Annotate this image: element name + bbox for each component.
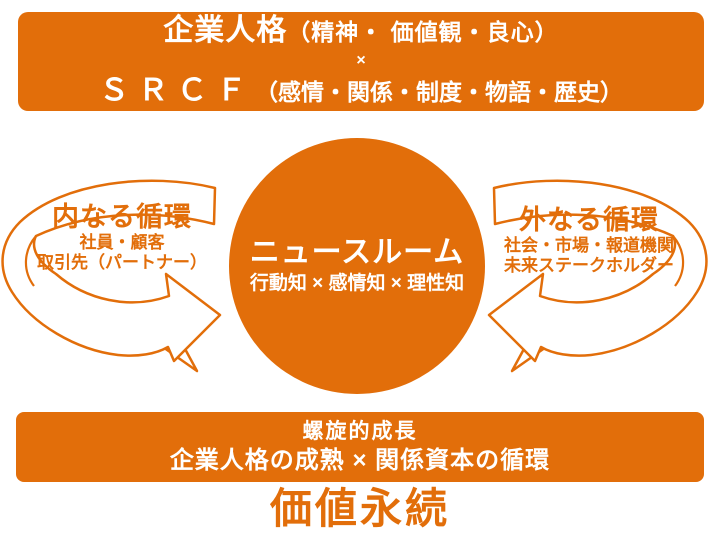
outer-loop-labels: 外なる循環 社会・市場・報道機関 未来ステークホルダー bbox=[474, 205, 704, 276]
inner-loop-ribbon bbox=[1, 179, 222, 363]
outer-loop-line2: 未来ステークホルダー bbox=[504, 256, 674, 275]
outer-loop-line1: 社会・市場・報道機関 bbox=[504, 236, 674, 255]
outer-loop-arrow bbox=[481, 170, 709, 375]
outer-loop-fold-line bbox=[672, 235, 685, 287]
footer-value-text: 価値永続 bbox=[269, 485, 450, 532]
top-box-line1: 企業人格（精神・ 価値観・良心） bbox=[18, 13, 704, 50]
inner-loop-fold-line bbox=[24, 235, 37, 287]
inner-loop-line1: 社員・顧客 bbox=[79, 233, 165, 252]
top-box-line3: ＳＲＣＦ（感情・関係・制度・物語・歴史） bbox=[18, 72, 704, 111]
inner-loop-arrow bbox=[0, 170, 228, 375]
inner-loop-labels: 内なる循環 社員・顧客 取引先（パートナー） bbox=[8, 202, 236, 273]
bottom-box-line1: 螺旋的成長 bbox=[302, 419, 418, 443]
bottom-box: 螺旋的成長 企業人格の成熟 × 関係資本の循環 bbox=[16, 412, 704, 482]
top-box-line3-paren: （感情・関係・制度・物語・歴史） bbox=[255, 78, 623, 105]
outer-loop-title: 外なる循環 bbox=[519, 205, 659, 235]
top-box: 企業人格（精神・ 価値観・良心） × ＳＲＣＦ（感情・関係・制度・物語・歴史） bbox=[18, 12, 704, 111]
center-circle-title: ニュースルーム bbox=[249, 236, 465, 269]
inner-loop-title: 内なる循環 bbox=[52, 202, 192, 232]
top-box-line3-main: ＳＲＣＦ bbox=[99, 73, 255, 107]
top-box-multiply-sign: × bbox=[356, 51, 366, 69]
top-box-line1-main: 企業人格 bbox=[163, 13, 288, 47]
center-circle-subtitle: 行動知 × 感情知 × 理性知 bbox=[249, 273, 465, 294]
inner-loop-arrow-icon bbox=[1, 179, 222, 373]
center-circle: ニュースルーム 行動知 × 感情知 × 理性知 bbox=[229, 138, 485, 394]
top-box-line1-paren: （精神・ 価値観・良心） bbox=[287, 18, 559, 45]
outer-loop-arrow-icon bbox=[487, 179, 708, 373]
outer-loop-ribbon bbox=[487, 179, 708, 363]
bottom-box-line2: 企業人格の成熟 × 関係資本の循環 bbox=[169, 446, 551, 474]
inner-loop-line2: 取引先（パートナー） bbox=[37, 253, 207, 272]
